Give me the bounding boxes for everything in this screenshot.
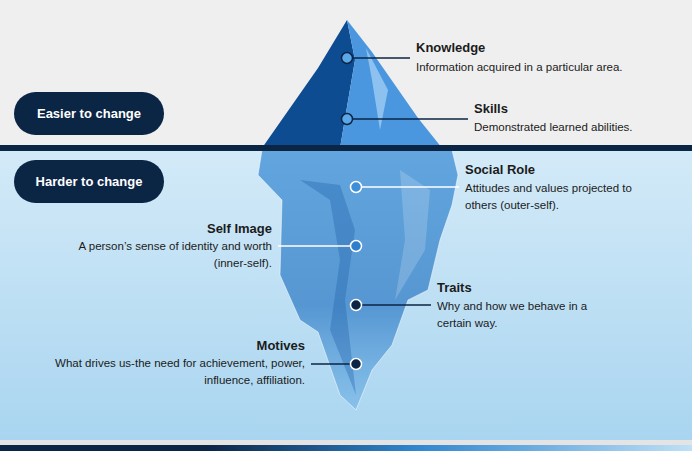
leader-line (352, 57, 410, 58)
layer-heading: Traits (437, 280, 587, 296)
stage-pill: Harder to change (14, 160, 164, 203)
leader-line (362, 304, 431, 305)
iceberg-facet (395, 170, 430, 300)
iceberg-highlight (366, 48, 388, 130)
water-ground (0, 151, 692, 440)
leader-line (352, 118, 468, 119)
leader-dots (342, 53, 362, 370)
layer-heading: Social Role (465, 162, 615, 178)
iceberg-underwater (258, 150, 458, 410)
pill-label: Harder to change (36, 174, 143, 189)
layer-description: A person’s sense of identity and worth (… (57, 238, 272, 272)
iceberg-facet (300, 180, 356, 395)
pill-label: Easier to change (37, 106, 141, 121)
iceberg-tip-light (340, 20, 442, 148)
footer-band (0, 445, 692, 451)
layer-description: What drives us-the need for achievement,… (50, 355, 305, 389)
iceberg-tip-dark (262, 20, 355, 148)
leader-line (362, 186, 459, 187)
leader-dot (351, 359, 362, 370)
footer-ground (0, 440, 692, 451)
stage-pill: Easier to change (14, 92, 164, 135)
leader-dot (351, 300, 362, 311)
leader-line (311, 363, 350, 364)
layer-heading: Motives (105, 338, 305, 354)
leader-dot (351, 182, 362, 193)
water-line (0, 145, 692, 151)
leader-dot (342, 53, 353, 64)
layer-heading: Self Image (72, 221, 272, 237)
layer-description: Attitudes and values projected to others… (465, 180, 665, 214)
leader-dot (351, 241, 362, 252)
layer-heading: Skills (474, 101, 624, 117)
layer-heading: Knowledge (416, 40, 616, 56)
leader-dot (342, 114, 353, 125)
layer-description: Why and how we behave in a certain way. (437, 298, 612, 332)
layer-description: Demonstrated learned abilities. (474, 119, 684, 136)
layer-description: Information acquired in a particular are… (416, 59, 684, 76)
leader-line (278, 245, 350, 246)
